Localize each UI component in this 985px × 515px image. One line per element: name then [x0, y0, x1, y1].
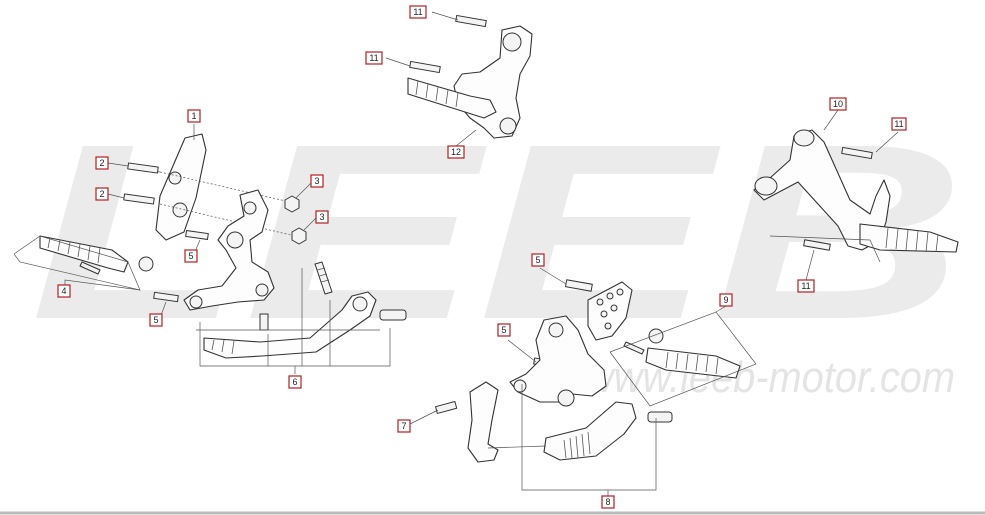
- bolt-5a: [185, 229, 209, 241]
- svg-text:11: 11: [894, 119, 903, 129]
- footpeg-spring-clip: [138, 256, 154, 272]
- footpeg-left: [39, 235, 129, 273]
- passenger-peg-assembly-top: [385, 11, 533, 147]
- callout-leader-6: [199, 322, 296, 374]
- bolt-11-mid: [409, 60, 441, 74]
- callout-9: 9: [719, 293, 733, 307]
- callout-3b: 3: [315, 210, 329, 224]
- callout-11-mid: 11: [365, 51, 383, 65]
- svg-text:11: 11: [413, 7, 422, 17]
- callout-3a: 3: [310, 174, 324, 188]
- shift-lever-right: [467, 381, 499, 463]
- svg-text:4: 4: [61, 286, 66, 296]
- bolt-11-right-upper: [841, 146, 873, 160]
- bolt-5b: [153, 291, 179, 303]
- svg-text:8: 8: [605, 497, 610, 507]
- master-cylinder-link: [543, 401, 637, 461]
- bolt-11-right-lower: [803, 239, 831, 251]
- bolt-11-top: [455, 14, 487, 28]
- passenger-peg-assembly-right: [753, 109, 959, 281]
- svg-text:1: 1: [191, 111, 196, 121]
- bolt-2a: [127, 162, 161, 174]
- svg-text:3: 3: [314, 176, 319, 186]
- bolt-5c: [565, 279, 593, 292]
- callout-2a: 2: [95, 156, 109, 170]
- callout-5d: 5: [497, 323, 511, 337]
- callout-11-right-lower: 11: [797, 279, 815, 293]
- passenger-footpeg-top: [407, 77, 497, 119]
- nut-3a: [284, 195, 300, 213]
- callout-11-right-upper: 11: [891, 117, 907, 131]
- svg-text:6: 6: [292, 377, 297, 387]
- bolt-7: [435, 401, 458, 414]
- svg-text:11: 11: [801, 281, 810, 291]
- svg-text:10: 10: [833, 99, 843, 109]
- guide-line: [159, 203, 296, 237]
- lever-pad-ridges: [211, 339, 235, 355]
- plate-hole-upper: [168, 171, 182, 185]
- callout-5a: 5: [184, 249, 198, 263]
- svg-text:9: 9: [723, 295, 728, 305]
- heel-guard-plate: [155, 133, 207, 241]
- callout-5c: 5: [531, 253, 545, 267]
- svg-text:2: 2: [99, 189, 104, 199]
- master-cylinder-spring: [563, 431, 591, 459]
- callout-4: 4: [57, 284, 71, 298]
- heel-plate-holes: [596, 288, 624, 330]
- rearset-bracket: [183, 189, 275, 311]
- svg-text:5: 5: [501, 325, 506, 335]
- return-spring: [314, 261, 333, 295]
- callout-5b: 5: [149, 313, 163, 327]
- watermark-url: www.leeb-motor.com: [585, 353, 955, 402]
- brake-lever-left: [203, 291, 377, 359]
- footpeg-pin: [79, 261, 101, 275]
- left-footpeg-assembly: [13, 124, 407, 374]
- svg-text:7: 7: [401, 421, 406, 431]
- plate-hole-lower: [172, 202, 188, 218]
- svg-text:5: 5: [535, 255, 540, 265]
- callout-1: 1: [187, 109, 201, 123]
- callout-6: 6: [288, 375, 302, 389]
- heel-guard-plate-right: [587, 281, 633, 341]
- callout-7: 7: [397, 419, 411, 433]
- pivot-bolt-8: [647, 411, 673, 423]
- svg-text:12: 12: [451, 147, 461, 157]
- svg-text:11: 11: [369, 53, 378, 63]
- lever-screw: [259, 313, 269, 331]
- callout-10: 10: [829, 97, 847, 111]
- passenger-footpeg-right: [859, 223, 959, 253]
- callout-11-top: 11: [409, 5, 427, 19]
- peg-spring-clip-right: [648, 328, 664, 344]
- right-footpeg-assembly: [409, 267, 757, 496]
- callout-8: 8: [601, 495, 615, 509]
- bolt-2b: [123, 193, 155, 205]
- svg-text:3: 3: [319, 212, 324, 222]
- svg-text:5: 5: [188, 251, 193, 261]
- svg-text:2: 2: [99, 158, 104, 168]
- nut-3b: [291, 227, 307, 245]
- callout-12: 12: [447, 145, 465, 159]
- callout-2b: 2: [95, 187, 109, 201]
- svg-text:5: 5: [153, 315, 158, 325]
- lever-pivot-bolt: [379, 309, 407, 321]
